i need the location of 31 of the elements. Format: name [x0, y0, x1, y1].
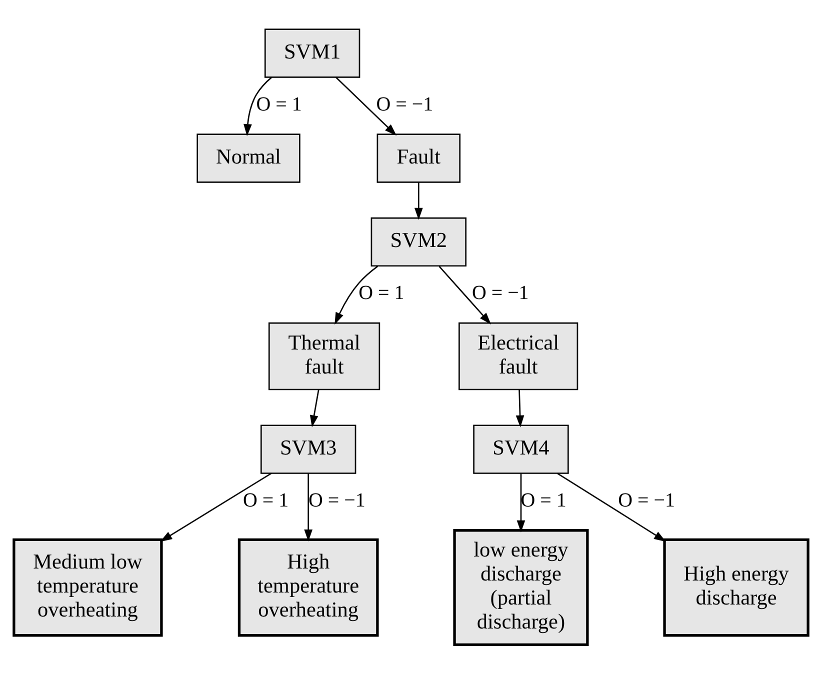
- arrow: [310, 389, 320, 427]
- node-box: SVM4: [473, 424, 569, 474]
- node-box: High temperature overheating: [238, 538, 379, 636]
- edge-label: O = 1: [256, 92, 302, 115]
- edge-label: O = −1: [308, 488, 366, 511]
- node-box: low energy discharge (partial discharge): [453, 528, 589, 646]
- node-box: Normal: [196, 133, 300, 182]
- node-box: Thermal fault: [268, 322, 380, 390]
- arrow: [414, 182, 423, 220]
- edge-label: O = −1: [376, 92, 434, 115]
- arrow: [335, 76, 397, 136]
- arrow: [438, 265, 492, 324]
- arrow: [304, 473, 313, 541]
- node-box: SVM3: [260, 424, 356, 474]
- node-box: Electrical fault: [458, 322, 578, 390]
- arrow: [516, 473, 526, 532]
- edge-label: O = 1: [520, 488, 566, 511]
- arrow: [244, 76, 272, 136]
- arrow: [334, 265, 378, 324]
- node-box: Medium low temperature overheating: [12, 538, 163, 636]
- arrow: [516, 389, 524, 427]
- node-box: High energy discharge: [663, 538, 810, 636]
- arrow: [160, 472, 272, 542]
- node-box: SVM1: [264, 28, 360, 78]
- edge-label: O = −1: [472, 282, 529, 304]
- node-box: Fault: [376, 133, 461, 182]
- edge-label: O = 1: [358, 282, 404, 304]
- edge-label: O = −1: [618, 488, 675, 511]
- edge-label: O = 1: [243, 488, 289, 511]
- node-box: SVM2: [370, 216, 466, 266]
- arrow: [557, 472, 666, 542]
